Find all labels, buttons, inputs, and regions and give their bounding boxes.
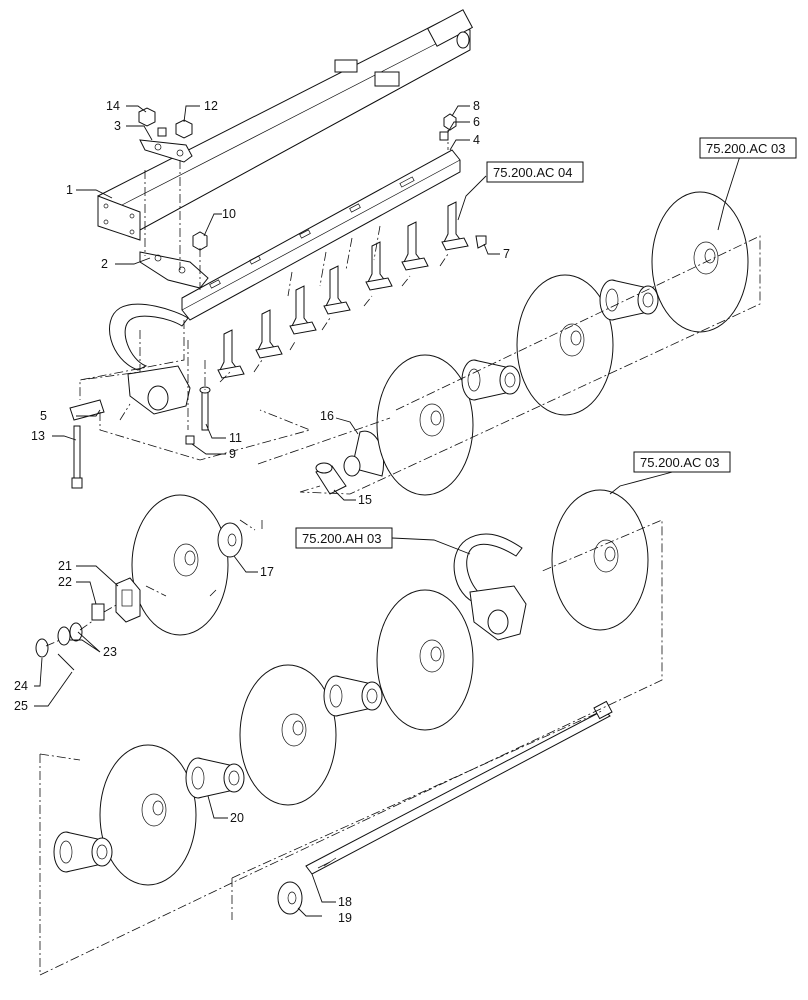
callout-7: 7 — [503, 247, 510, 261]
leader-lines — [34, 105, 741, 917]
callout-22: 22 — [58, 575, 72, 589]
svg-text:75.200.AC 03: 75.200.AC 03 — [640, 455, 720, 470]
assembly-lines-upper — [79, 130, 761, 531]
callout-1: 1 — [66, 183, 73, 197]
callout-19: 19 — [338, 911, 352, 925]
callout-17: 17 — [260, 565, 274, 579]
callout-13: 13 — [31, 429, 45, 443]
svg-text:75.200.AH 03: 75.200.AH 03 — [302, 531, 382, 546]
callout-5: 5 — [40, 409, 47, 423]
callout-2: 2 — [101, 257, 108, 271]
callout-18: 18 — [338, 895, 352, 909]
callout-6: 6 — [473, 115, 480, 129]
callout-20: 20 — [230, 811, 244, 825]
cone-16 — [343, 430, 384, 477]
callout-8: 8 — [473, 99, 480, 113]
discs-upper-gang — [376, 191, 749, 496]
callout-4: 4 — [473, 133, 480, 147]
bolt-9 — [185, 435, 195, 445]
reference-ac03-top[interactable]: 75.200.AC 03 — [699, 137, 797, 159]
reference-ah03[interactable]: 75.200.AH 03 — [295, 527, 393, 549]
clamp-plate-bottom — [139, 251, 209, 289]
washer-plate-5 — [69, 399, 105, 421]
callout-14: 14 — [106, 99, 120, 113]
svg-text:75.200.AC 04: 75.200.AC 04 — [493, 165, 573, 180]
end-plate — [97, 195, 141, 241]
hanger-arm-lower — [453, 533, 527, 641]
callout-3: 3 — [114, 119, 121, 133]
svg-text:75.200.AC 03: 75.200.AC 03 — [706, 141, 786, 156]
bearing-parts-22-25 — [35, 603, 105, 671]
washer-19 — [277, 881, 303, 915]
nuts-top — [138, 107, 208, 251]
discs-middle-gang — [53, 489, 649, 886]
callout-21: 21 — [58, 559, 72, 573]
callout-25: 25 — [14, 699, 28, 713]
callout-9: 9 — [229, 447, 236, 461]
end-disc — [131, 494, 229, 636]
callout-11: 11 — [229, 431, 242, 445]
clamp-plate-top — [139, 139, 193, 163]
spacer-15 — [315, 462, 347, 495]
callout-16: 16 — [320, 409, 334, 423]
callout-23: 23 — [103, 645, 117, 659]
reference-ac04[interactable]: 75.200.AC 04 — [486, 161, 584, 183]
frame-tube — [97, 9, 474, 231]
callout-12: 12 — [204, 99, 218, 113]
bolt-7 — [475, 235, 487, 249]
callout-15: 15 — [358, 493, 372, 507]
bolt-13 — [71, 425, 83, 489]
bolt-11 — [199, 386, 211, 431]
bearing-21 — [115, 577, 141, 623]
washer-17 — [217, 522, 243, 558]
callout-24: 24 — [14, 679, 28, 693]
hanger-arm-upper — [109, 303, 191, 415]
callout-10: 10 — [222, 207, 236, 221]
assembly-lines-lower — [39, 519, 663, 976]
callout-numbers: 1 2 3 4 5 6 7 8 9 10 11 12 13 14 15 16 1… — [14, 99, 510, 925]
shank-bar — [181, 113, 461, 321]
shaft-18 — [305, 700, 613, 875]
reference-ac03-mid[interactable]: 75.200.AC 03 — [633, 451, 731, 473]
